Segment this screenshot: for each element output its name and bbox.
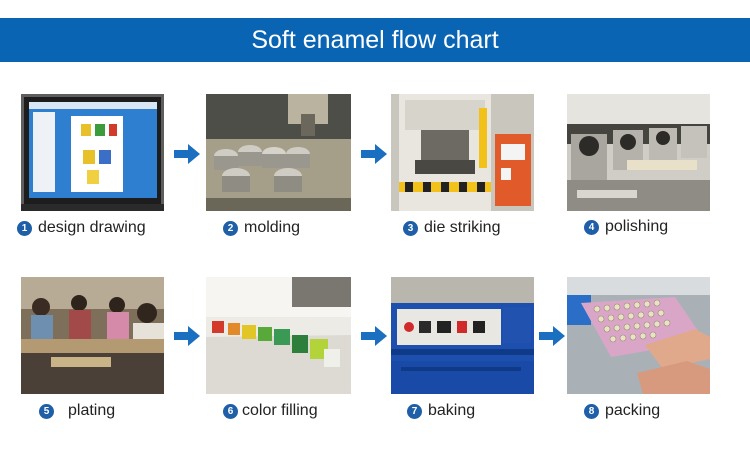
step-number-badge: 2 <box>223 221 238 236</box>
step-label: packing <box>605 402 660 420</box>
step-label-die-striking: 3 die striking <box>403 217 500 239</box>
photo-plating <box>21 277 164 394</box>
photo-die-striking <box>391 94 534 211</box>
step-label: polishing <box>605 218 668 236</box>
photo-design-drawing <box>21 94 164 211</box>
step-number-badge: 4 <box>584 220 599 235</box>
photo-molding <box>206 94 351 211</box>
photo-color-filling <box>206 277 351 394</box>
step-label: die striking <box>424 219 500 237</box>
step-label: color filling <box>242 402 318 420</box>
arrow-right-icon <box>174 144 200 164</box>
step-label-molding: 2 molding <box>223 217 300 239</box>
step-number-badge: 6 <box>223 404 238 419</box>
arrow-right-icon <box>361 326 387 346</box>
step-number-badge: 3 <box>403 221 418 236</box>
step-label-packing: 8 packing <box>584 400 660 422</box>
photo-baking <box>391 277 534 394</box>
step-label-baking: 7 baking <box>407 400 475 422</box>
photo-polishing <box>567 94 710 211</box>
step-label: molding <box>244 219 300 237</box>
page-title: Soft enamel flow chart <box>0 18 750 62</box>
arrow-right-icon <box>539 326 565 346</box>
photo-packing <box>567 277 710 394</box>
step-label-design-drawing: 1 design drawing <box>17 217 146 239</box>
step-number-badge: 1 <box>17 221 32 236</box>
step-number-badge: 7 <box>407 404 422 419</box>
step-label-polishing: 4 polishing <box>584 216 668 238</box>
step-label: design drawing <box>38 219 146 237</box>
step-label: baking <box>428 402 475 420</box>
step-number-badge: 8 <box>584 404 599 419</box>
step-label: plating <box>68 402 115 420</box>
step-label-plating: 5 plating <box>39 400 115 422</box>
arrow-right-icon <box>174 326 200 346</box>
step-number-badge: 5 <box>39 404 54 419</box>
arrow-right-icon <box>361 144 387 164</box>
step-label-color-filling: 6 color filling <box>223 400 318 422</box>
